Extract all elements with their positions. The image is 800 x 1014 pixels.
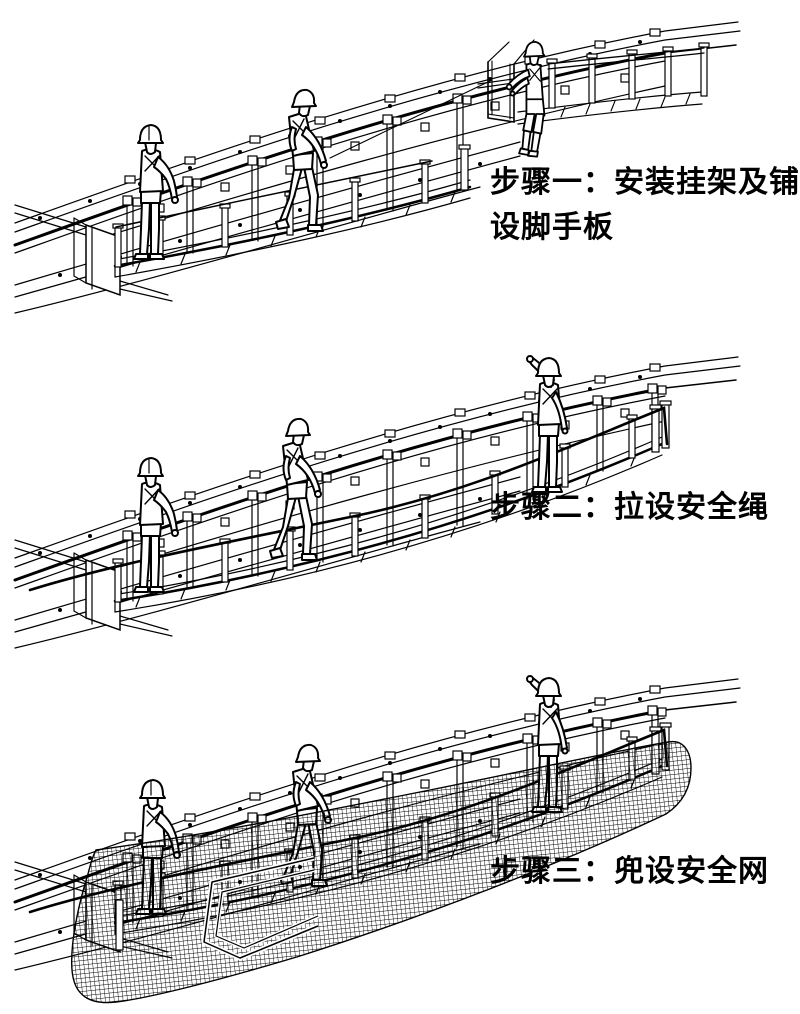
rib-end-channel (115, 855, 319, 961)
step-2-caption: 步骤二：拉设安全绳 (490, 485, 769, 530)
step-1-illustration (13, 20, 742, 315)
step-3-illustration (13, 675, 742, 1004)
step-2-caption-line-1: 步骤二：拉设安全绳 (490, 491, 769, 524)
step-3-caption-line-1: 步骤三：兜设安全网 (490, 855, 769, 888)
step-1-caption-line-2: 设脚手板 (490, 211, 614, 244)
safety-net (70, 740, 692, 1004)
step-1-caption: 步骤一：安装挂架及铺 设脚手板 (490, 160, 800, 250)
step-3-caption: 步骤三：兜设安全网 (490, 849, 769, 894)
worker-standing-figure (133, 457, 179, 593)
step-1-caption-line-1: 步骤一：安装挂架及铺 (490, 166, 800, 199)
